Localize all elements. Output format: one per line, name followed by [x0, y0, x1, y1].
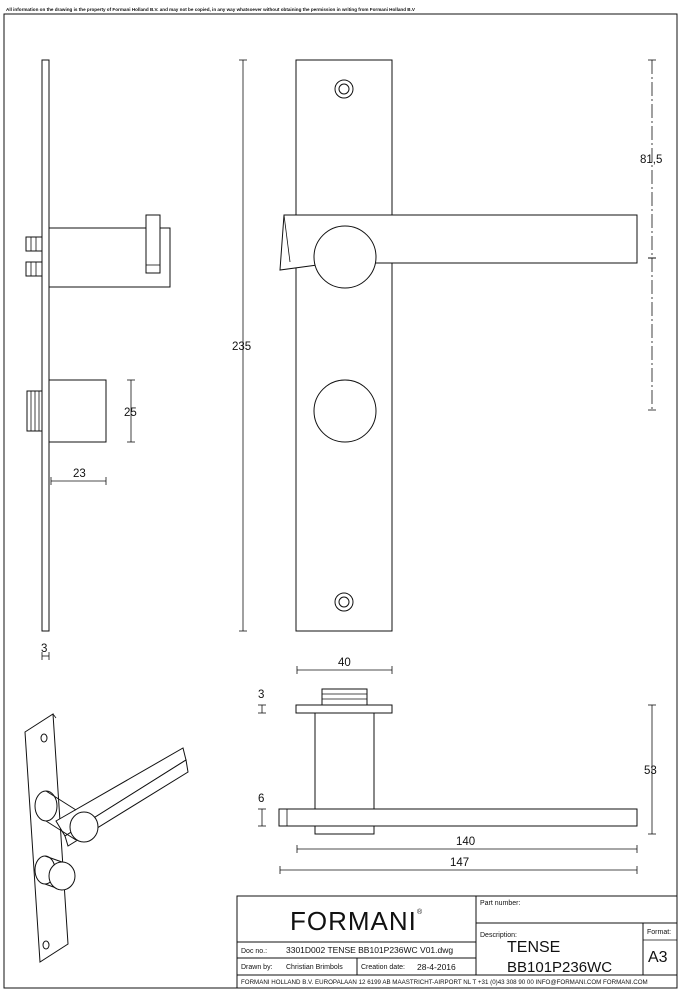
description-label: Description: — [480, 932, 517, 939]
formani-logo: FORMANI — [290, 906, 417, 936]
creation-date-label: Creation date: — [361, 964, 405, 971]
drawn-by-value: Christian Brimbols — [286, 964, 343, 971]
ownership-notice: All information on the drawing is the pr… — [6, 7, 416, 12]
drawing-frame — [3, 13, 678, 989]
dim-lever-length-b: 147 — [450, 857, 469, 869]
doc-no-label: Doc no.: — [241, 948, 267, 955]
dim-rose-height: 25 — [124, 407, 137, 419]
description-line2: BB101P236WC — [507, 959, 612, 976]
creation-date-value: 28-4-2016 — [417, 962, 456, 972]
description-line1: TENSE — [507, 939, 560, 956]
doc-no-value: 3301D002 TENSE BB101P236WC V01.dwg — [286, 945, 453, 955]
dim-rose-width: 40 — [338, 657, 351, 669]
dim-upper-height: 81,5 — [640, 154, 662, 166]
top-view: 40 3 6 53 140 147 — [258, 657, 657, 874]
format-label: Format: — [647, 929, 671, 936]
drawn-by-label: Drawn by: — [241, 964, 273, 971]
dim-projection: 53 — [644, 765, 657, 777]
isometric-view — [24, 713, 189, 963]
dim-lever-thickness: 6 — [258, 793, 264, 805]
dim-total-height: 235 — [232, 341, 251, 353]
dim-lever-length-a: 140 — [456, 836, 475, 848]
front-view: 235 81,5 — [232, 59, 662, 632]
dim-rose-thickness: 3 — [258, 689, 264, 701]
part-number-label: Part number: — [480, 900, 521, 907]
logo-registered-mark: ® — [417, 908, 423, 916]
title-block: FORMANI ® Part number: Description: TENS… — [236, 895, 678, 989]
dim-plate-thickness: 3 — [41, 643, 47, 655]
dim-rose-projection: 23 — [73, 468, 86, 480]
footer-address: FORMANI HOLLAND B.V. EUROPALAAN 12 6199 … — [241, 979, 648, 986]
side-view: 25 23 3 — [25, 59, 171, 660]
format-value: A3 — [648, 949, 668, 966]
